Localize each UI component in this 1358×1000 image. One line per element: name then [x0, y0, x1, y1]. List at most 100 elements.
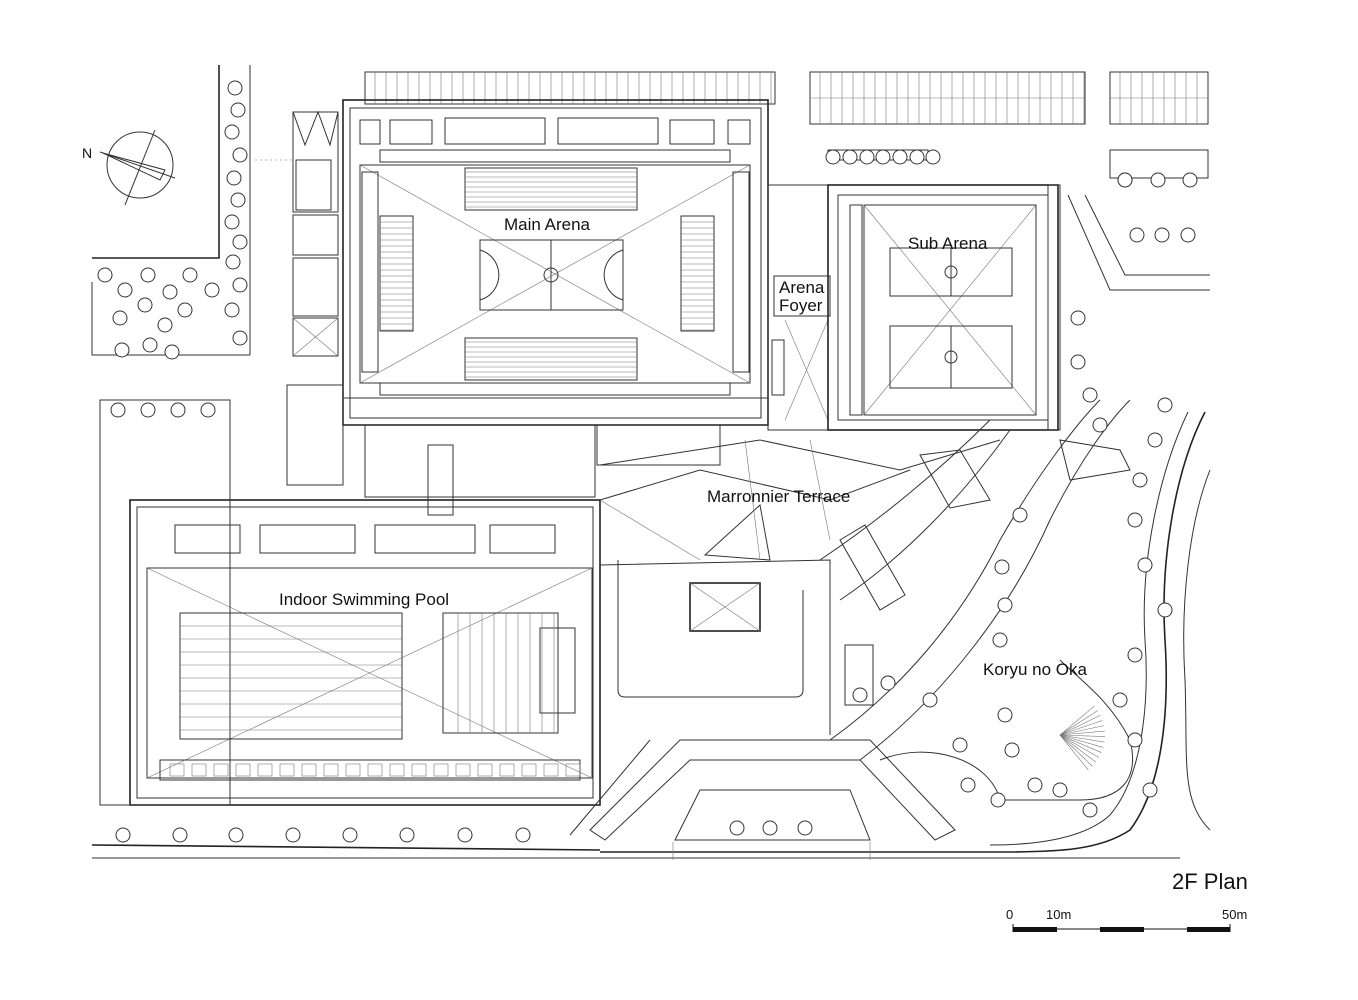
hatch-line [1059, 734, 1104, 748]
tree-icon [162, 284, 178, 300]
tree-icon [892, 149, 908, 165]
plan-title: 2F Plan [1172, 869, 1248, 894]
pool-bench [257, 763, 273, 777]
tree-icon [1082, 387, 1098, 403]
tree-icon [157, 317, 173, 333]
tree-icon [1157, 602, 1173, 618]
koryu-hatch-lines [1059, 705, 1105, 771]
pool-bench [455, 763, 471, 777]
tree-icon [1147, 432, 1163, 448]
hatch-line [1059, 710, 1098, 736]
tree-icon [1154, 227, 1170, 243]
label-sub-arena: Sub Arena [908, 234, 988, 253]
pool-bench [411, 763, 427, 777]
tree-icon [1182, 172, 1198, 188]
tree-icon [909, 149, 925, 165]
hatch-line [1059, 720, 1103, 736]
tree-icon [1142, 782, 1158, 798]
pool-bench [477, 763, 493, 777]
scale-tick-50m: 50m [1222, 907, 1247, 922]
tree-icon [859, 149, 875, 165]
hatch-line [1059, 715, 1101, 736]
koryu-no-oka [819, 190, 1210, 801]
tree-icon [952, 737, 968, 753]
tree-icon [1082, 802, 1098, 818]
tree-icon [232, 234, 248, 250]
hatch-line [1059, 730, 1105, 736]
tree-icon [825, 149, 841, 165]
tree-icon [1127, 647, 1143, 663]
tree-icon [1012, 507, 1028, 523]
north-label: N [82, 145, 92, 161]
tree-icon [110, 402, 126, 418]
label-marronnier-terrace: Marronnier Terrace [707, 487, 850, 506]
pool-bench [367, 763, 383, 777]
tree-icon [227, 80, 243, 96]
tree-icon [762, 820, 778, 836]
pool-building [99, 399, 601, 806]
pool-bench [565, 763, 581, 777]
pool-bench [301, 763, 317, 777]
tree-icon [225, 254, 241, 270]
pool-bench [521, 763, 537, 777]
tree-icon [880, 675, 896, 691]
tree-icon [137, 297, 153, 313]
site-boundary [91, 65, 1211, 859]
marronnier-terrace [364, 424, 1001, 735]
tree-icon [232, 330, 248, 346]
tree-icon [457, 827, 473, 843]
tree-icon [228, 827, 244, 843]
tree-icon [990, 792, 1006, 808]
tree-icon [204, 282, 220, 298]
scale-bar: 0 10m 50m [1006, 907, 1247, 932]
pool-bench [213, 763, 229, 777]
pool-bench [543, 763, 559, 777]
tree-icon [842, 149, 858, 165]
label-main-arena: Main Arena [504, 215, 591, 234]
tree-icon [399, 827, 415, 843]
tree-icon [170, 402, 186, 418]
label-indoor-swimming-pool: Indoor Swimming Pool [279, 590, 449, 609]
tree-icon [1180, 227, 1196, 243]
tree-icon [230, 102, 246, 118]
hatch-line [1059, 705, 1095, 736]
tree-icon [1004, 742, 1020, 758]
label-arena-foyer-2: Foyer [779, 296, 823, 315]
tree-icon [115, 827, 131, 843]
tree-icon [232, 277, 248, 293]
pool-bench [345, 763, 361, 777]
tree-icon [994, 559, 1010, 575]
main-arena-annex [286, 110, 344, 486]
pool-lane-lines [169, 613, 581, 777]
tree-icon [515, 827, 531, 843]
main-arena-building [342, 99, 769, 426]
hatch-line [1059, 734, 1093, 767]
tree-icon [140, 267, 156, 283]
pool-bench [433, 763, 449, 777]
tree-icon [1157, 397, 1173, 413]
tree-icon [1132, 472, 1148, 488]
scale-tick-0: 0 [1006, 907, 1013, 922]
tree-icon [142, 337, 158, 353]
label-arena-foyer-1: Arena [779, 278, 825, 297]
tree-icon [1092, 417, 1108, 433]
tree-icon [232, 147, 248, 163]
scale-tick-10m: 10m [1046, 907, 1071, 922]
pool-bench [191, 763, 207, 777]
hatch-line [1059, 734, 1097, 763]
north-arrow-icon: N [82, 129, 176, 206]
pool-bench [279, 763, 295, 777]
main-arena-seat-rows [380, 171, 714, 378]
pool-bench [235, 763, 251, 777]
tree-icon [997, 597, 1013, 613]
tree-icon [1150, 172, 1166, 188]
hatch-line [1059, 734, 1105, 743]
pool-bench [389, 763, 405, 777]
tree-icon [140, 402, 156, 418]
hatch-line [1059, 725, 1105, 736]
tree-icon [875, 149, 891, 165]
tree-icon [117, 282, 133, 298]
tree-icon [797, 820, 813, 836]
hatch-line [1059, 734, 1105, 737]
